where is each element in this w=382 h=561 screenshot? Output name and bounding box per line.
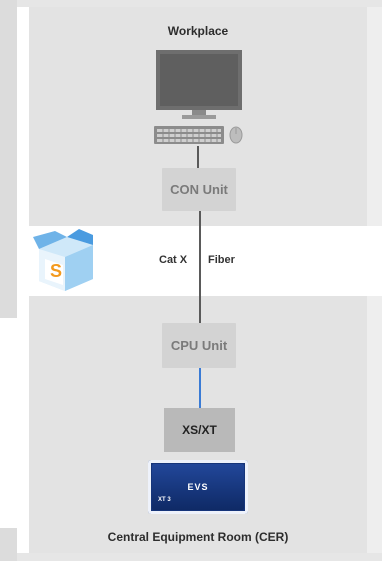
cpu-link-line [199, 368, 201, 408]
con-unit: CON Unit [162, 168, 236, 211]
keyboard-mouse-icon [154, 125, 244, 145]
monitor-icon [156, 50, 242, 120]
xs-xt-unit: XS/XT [164, 408, 235, 452]
link-line [199, 211, 201, 323]
connector-line [197, 146, 199, 168]
app-letter: S [49, 261, 62, 281]
fiber-label: Fiber [208, 254, 235, 266]
right-border-bottom [367, 296, 382, 553]
left-border-top [0, 0, 17, 318]
cer-title: Central Equipment Room (CER) [107, 530, 289, 544]
evs-logo: EVS [187, 482, 209, 492]
cpu-unit: CPU Unit [162, 323, 236, 368]
top-border [17, 0, 382, 7]
left-border-bottom [0, 528, 17, 561]
workplace-title: Workplace [167, 24, 229, 38]
evs-model: XT 3 [158, 497, 171, 503]
right-border-top [367, 7, 382, 226]
bottom-border [17, 553, 382, 561]
cat-x-label: Cat X [159, 254, 188, 266]
evs-server: EVS XT 3 [148, 460, 248, 514]
software-box-icon: S [33, 229, 96, 295]
